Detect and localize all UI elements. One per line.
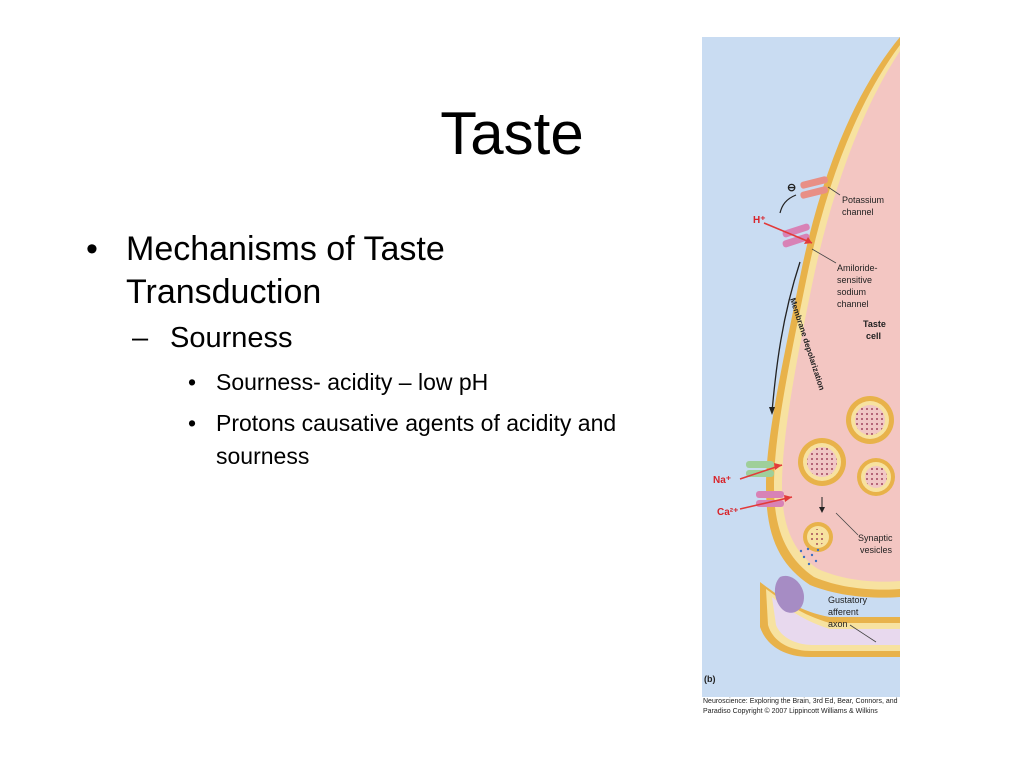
proton-arrow bbox=[763, 222, 813, 244]
amiloride-label-line-4: channel bbox=[837, 299, 869, 309]
depolarization-arrow bbox=[771, 261, 801, 413]
taste-cell-label-line-1: Taste bbox=[863, 319, 886, 329]
potassium-leader-line bbox=[827, 186, 841, 196]
taste-cell-label-line-2: cell bbox=[866, 331, 881, 341]
gustatory-label-line-3: axon bbox=[828, 619, 848, 629]
axon-terminal bbox=[774, 575, 804, 613]
calcium-channel bbox=[756, 491, 784, 507]
panel-label: (b) bbox=[704, 674, 716, 684]
taste-cell-figure: Potassium channel Amiloride- sensitive s… bbox=[700, 37, 910, 717]
synaptic-label-line-1: Synaptic bbox=[858, 533, 893, 543]
proton-label: H⁺ bbox=[753, 215, 766, 226]
synaptic-label-line-2: vesicles bbox=[860, 545, 893, 555]
depolarization-arrowhead bbox=[769, 407, 775, 415]
bullet-level-3: Protons causative agents of acidity and … bbox=[188, 407, 626, 473]
potassium-label-line-1: Potassium bbox=[842, 195, 884, 205]
axon-body bbox=[772, 597, 900, 645]
synaptic-vesicles bbox=[798, 396, 895, 552]
amiloride-label-line-1: Amiloride- bbox=[837, 263, 878, 273]
calcium-ion-label: Ca²⁺ bbox=[717, 507, 738, 518]
bullet-level-3: Sourness- acidity – low pH bbox=[188, 366, 626, 399]
gustatory-label-line-2: afferent bbox=[828, 607, 859, 617]
slide-title: Taste bbox=[440, 100, 584, 167]
gustatory-label-line-1: Gustatory bbox=[828, 595, 868, 605]
vesicle-fusion-arrowhead bbox=[819, 507, 825, 513]
calcium-arrow bbox=[739, 496, 793, 510]
sodium-ion-label: Na⁺ bbox=[713, 475, 731, 486]
calcium-arrowhead bbox=[784, 495, 792, 502]
potassium-block-line bbox=[779, 194, 797, 214]
potassium-channel bbox=[800, 176, 828, 199]
axon-leader-line bbox=[849, 624, 877, 643]
sodium-arrowhead bbox=[774, 463, 782, 470]
bullet-level-1: Mechanisms of Taste Transduction bbox=[86, 228, 626, 314]
figure-caption: Neuroscience: Exploring the Brain, 3rd E… bbox=[703, 697, 915, 717]
proton-arrowhead bbox=[804, 237, 812, 244]
caption-line-1: Neuroscience: Exploring the Brain, 3rd E… bbox=[703, 698, 898, 705]
amiloride-label-line-2: sensitive bbox=[837, 275, 872, 285]
released-neurotransmitter bbox=[799, 547, 820, 566]
bullet-list: Mechanisms of Taste Transduction Sournes… bbox=[86, 228, 626, 473]
synaptic-leader-line bbox=[835, 512, 859, 536]
bullet-level-2: Sourness bbox=[132, 318, 626, 358]
amiloride-leader-line bbox=[811, 248, 837, 264]
negative-charge-icon: ⊖ bbox=[787, 182, 796, 194]
caption-line-2: Paradiso Copyright © 2007 Lippincott Wil… bbox=[703, 708, 878, 715]
amiloride-label-line-3: sodium bbox=[837, 287, 866, 297]
potassium-label-line-2: channel bbox=[842, 207, 874, 217]
taste-cell-diagram: Potassium channel Amiloride- sensitive s… bbox=[702, 37, 900, 697]
